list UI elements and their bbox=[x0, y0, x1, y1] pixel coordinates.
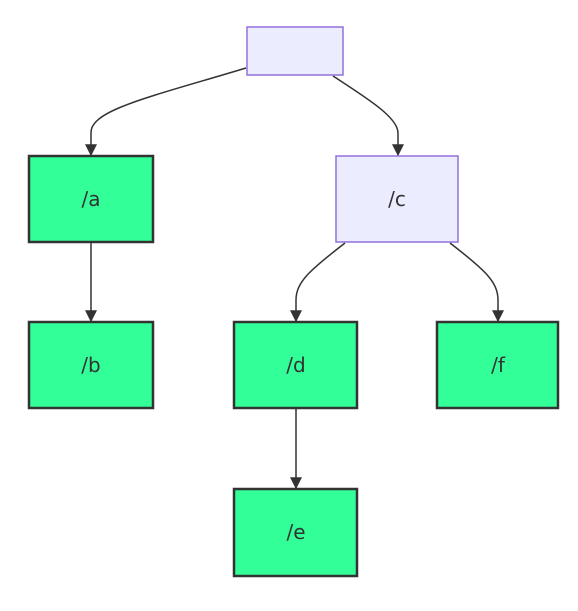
node-b-box bbox=[27, 320, 155, 410]
node-root[interactable] bbox=[246, 26, 344, 76]
node-f-box bbox=[435, 320, 560, 410]
node-d-box bbox=[232, 320, 359, 410]
node-a-box bbox=[27, 154, 155, 244]
node-e-box bbox=[232, 487, 359, 578]
node-f[interactable]: /f bbox=[435, 320, 560, 410]
node-b-label: /b bbox=[81, 353, 100, 377]
edge-c-f bbox=[449, 242, 504, 323]
node-b[interactable]: /b bbox=[27, 320, 155, 410]
node-a[interactable]: /a bbox=[27, 154, 155, 244]
node-root-box bbox=[246, 26, 344, 76]
node-c-box bbox=[335, 155, 459, 243]
node-c-label: /c bbox=[388, 187, 406, 211]
node-e[interactable]: /e bbox=[232, 487, 359, 578]
node-e-label: /e bbox=[286, 520, 305, 544]
node-d[interactable]: /d bbox=[232, 320, 359, 410]
node-a-label: /a bbox=[82, 187, 101, 211]
node-d-label: /d bbox=[286, 353, 305, 377]
edges bbox=[85, 67, 504, 490]
edge-root-c bbox=[332, 75, 404, 157]
edge-root-a bbox=[85, 67, 247, 157]
node-c[interactable]: /c bbox=[335, 155, 459, 243]
nodes: /a /c /b /d /f /e bbox=[27, 26, 560, 578]
edge-c-d bbox=[290, 242, 346, 323]
node-f-label: /f bbox=[491, 353, 506, 377]
